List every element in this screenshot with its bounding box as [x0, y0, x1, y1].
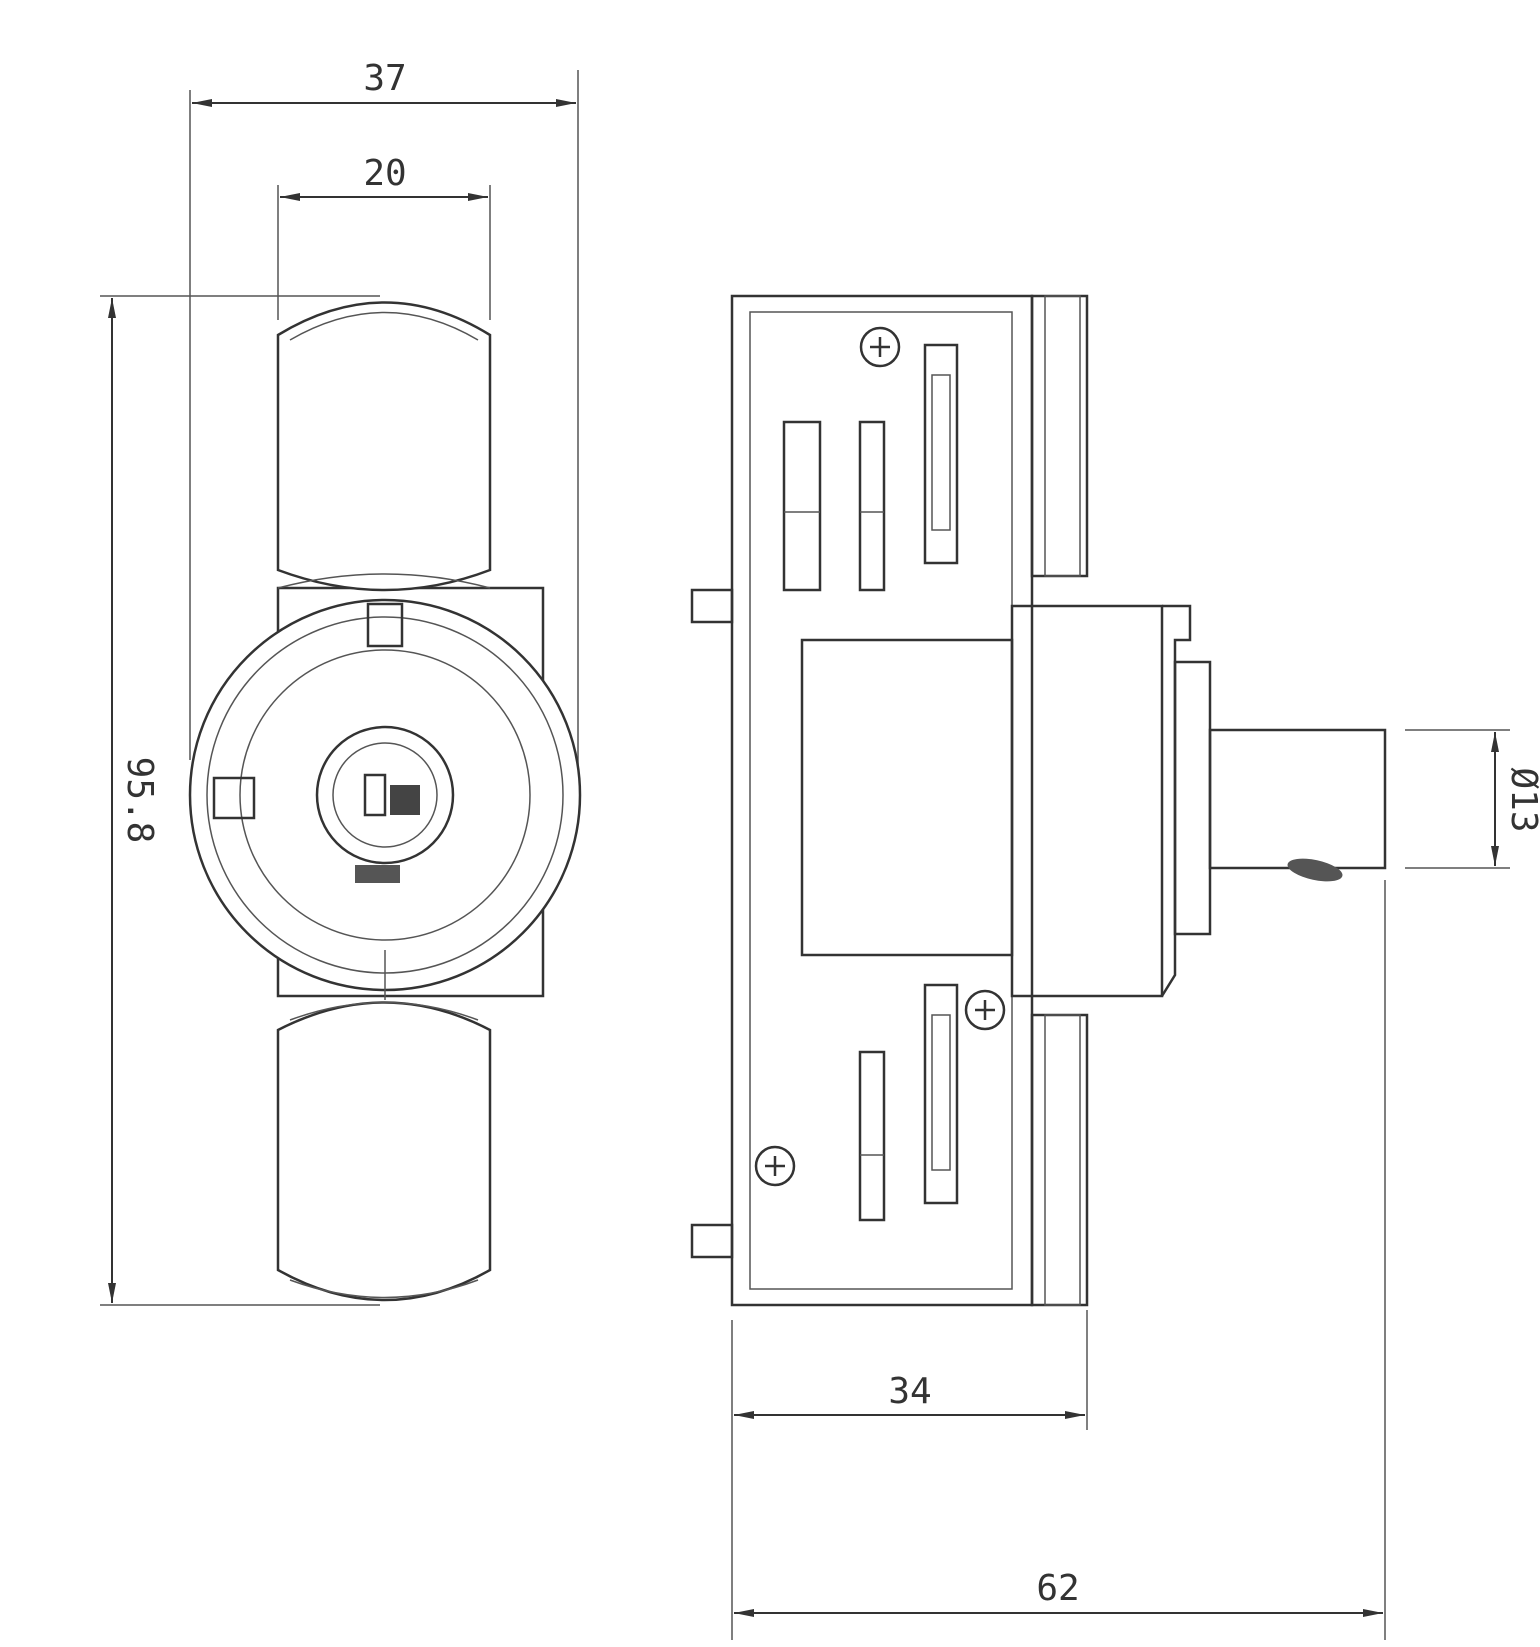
- top-cap: [276, 301, 492, 592]
- contact-strip-bottom: [1030, 1013, 1089, 1307]
- contact-strip-top: [1030, 294, 1089, 578]
- screw-icon: [754, 1145, 796, 1187]
- dim-label-diameter: Ø13: [1503, 767, 1540, 832]
- locating-pin-bottom: [690, 1223, 734, 1259]
- dim-label-95-8: 95.8: [119, 757, 160, 844]
- bottom-cap: [276, 1001, 492, 1302]
- dim-label-20: 20: [363, 153, 406, 194]
- socket-ring: [315, 725, 455, 865]
- shaft: [1208, 728, 1387, 870]
- screw-icon: [964, 989, 1006, 1031]
- grub-screw: [355, 865, 400, 883]
- dim-label-62: 62: [1036, 1568, 1079, 1609]
- dim-label-34: 34: [888, 1371, 931, 1412]
- terminal-screw: [390, 785, 420, 815]
- front-view: 37 20 95.8: [100, 58, 582, 1306]
- screw-icon: [859, 326, 901, 368]
- side-view: Ø13 34 62: [690, 294, 1540, 1640]
- grub-screw: [1287, 858, 1343, 882]
- locating-pin-top: [690, 588, 734, 624]
- adapter-body: [730, 294, 1034, 1307]
- center-block: [800, 638, 1014, 957]
- dim-label-37: 37: [363, 58, 406, 99]
